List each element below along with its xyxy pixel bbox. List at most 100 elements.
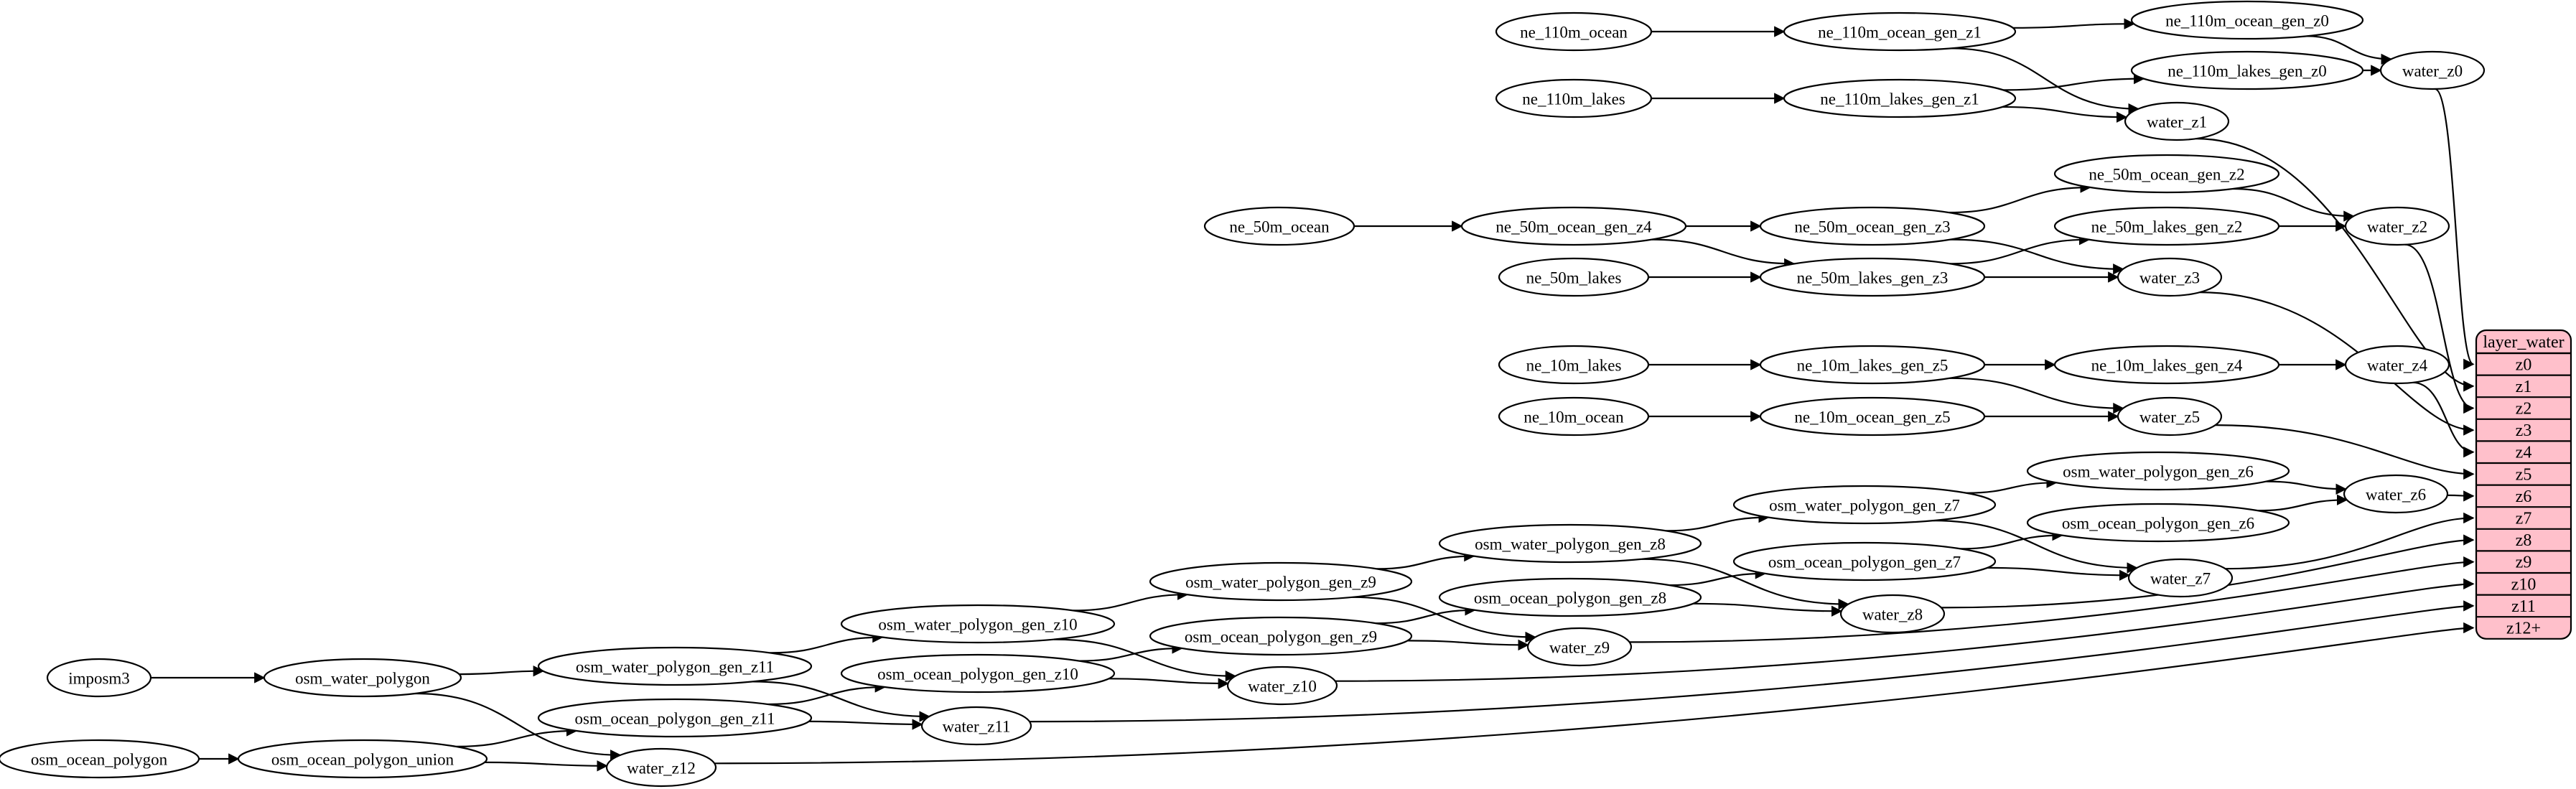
graph-node-ne_110m_ocean_gen_z1[interactable]: ne_110m_ocean_gen_z1	[1783, 11, 2017, 52]
layer-water-row-z1[interactable]: z1	[2516, 378, 2532, 396]
graph-node-osm_water_polygon_gen_z11[interactable]: osm_water_polygon_gen_z11	[537, 646, 813, 686]
graph-edge-to-layer	[2225, 512, 2475, 570]
node-ellipse	[263, 658, 462, 698]
node-ellipse	[1495, 11, 1653, 52]
node-ellipse	[46, 658, 152, 698]
graph-node-ne_110m_lakes[interactable]: ne_110m_lakes	[1495, 78, 1653, 118]
node-label: ne_50m_lakes_gen_z3	[1797, 269, 1949, 287]
graph-node-water_z7[interactable]: water_z7	[2127, 558, 2234, 598]
graph-node-ne_50m_ocean_gen_z2[interactable]: ne_50m_ocean_gen_z2	[2053, 154, 2280, 194]
node-label: water_z9	[1549, 639, 1610, 657]
graph-node-osm_water_polygon_gen_z8[interactable]: osm_water_polygon_gen_z8	[1438, 523, 1702, 564]
graph-node-water_z12[interactable]: water_z12	[605, 747, 717, 788]
graph-node-water_z3[interactable]: water_z3	[2117, 257, 2223, 297]
node-label: ne_10m_lakes_gen_z5	[1797, 357, 1949, 375]
node-label: ne_50m_ocean	[1229, 218, 1330, 236]
graph-node-ne_50m_lakes[interactable]: ne_50m_lakes	[1498, 257, 1650, 297]
graph-node-ne_50m_ocean_gen_z3[interactable]: ne_50m_ocean_gen_z3	[1759, 206, 1986, 246]
graph-edge	[2002, 106, 2128, 123]
node-label: imposm3	[68, 670, 130, 688]
layer-water-row-z5[interactable]: z5	[2516, 465, 2532, 484]
layer-water-row-z10[interactable]: z10	[2511, 575, 2537, 594]
graph-node-water_z11[interactable]: water_z11	[920, 706, 1032, 746]
graph-node-ne_10m_lakes_gen_z4[interactable]: ne_10m_lakes_gen_z4	[2053, 345, 2280, 385]
graph-node-ne_10m_ocean[interactable]: ne_10m_ocean	[1498, 396, 1650, 436]
node-ellipse	[2127, 558, 2234, 598]
graph-edge-to-layer	[1029, 600, 2475, 723]
graph-node-osm_water_polygon_gen_z9[interactable]: osm_water_polygon_gen_z9	[1149, 561, 1413, 602]
node-label: ne_10m_ocean	[1523, 408, 1624, 426]
node-ellipse	[840, 653, 1116, 694]
layer-water-row-z3[interactable]: z3	[2516, 421, 2532, 440]
graph-node-water_z4[interactable]: water_z4	[2344, 345, 2450, 385]
node-ellipse	[2379, 50, 2486, 90]
layer-water-table[interactable]: layer_waterz0z1z2z3z4z5z6z7z8z9z10z11z12…	[2475, 329, 2572, 640]
graph-edge	[1669, 568, 1767, 587]
graph-node-ne_50m_ocean[interactable]: ne_50m_ocean	[1203, 206, 1355, 246]
node-label: osm_water_polygon_gen_z10	[878, 616, 1077, 634]
graph-node-ne_50m_ocean_gen_z4[interactable]: ne_50m_ocean_gen_z4	[1460, 206, 1687, 246]
graph-edge	[456, 725, 578, 747]
graph-node-osm_ocean_polygon_union[interactable]: osm_ocean_polygon_union	[237, 739, 488, 779]
graph-node-water_z5[interactable]: water_z5	[2117, 396, 2223, 436]
graph-node-osm_ocean_polygon_gen_z6[interactable]: osm_ocean_polygon_gen_z6	[2026, 503, 2290, 543]
graph-node-water_z9[interactable]: water_z9	[1526, 627, 1633, 667]
edge-layer	[151, 18, 2475, 772]
graph-node-water_z8[interactable]: water_z8	[1839, 594, 1946, 634]
graph-edge-to-layer	[2412, 381, 2475, 458]
node-label: osm_water_polygon_gen_z9	[1185, 574, 1376, 592]
graph-node-water_z6[interactable]: water_z6	[2343, 474, 2449, 514]
graph-edge	[1352, 596, 1536, 643]
layer-water-row-z0[interactable]: z0	[2516, 355, 2532, 374]
node-ellipse	[1732, 541, 1997, 582]
graph-node-water_z0[interactable]: water_z0	[2379, 50, 2486, 90]
graph-node-osm_ocean_polygon_gen_z10[interactable]: osm_ocean_polygon_gen_z10	[840, 653, 1116, 694]
graph-node-osm_ocean_polygon_gen_z7[interactable]: osm_ocean_polygon_gen_z7	[1732, 541, 1997, 582]
graph-node-osm_ocean_polygon_gen_z11[interactable]: osm_ocean_polygon_gen_z11	[537, 698, 813, 738]
graph-edge-to-layer	[2215, 424, 2475, 480]
graph-node-ne_110m_ocean[interactable]: ne_110m_ocean	[1495, 11, 1653, 52]
node-ellipse	[2343, 474, 2449, 514]
graph-edge-to-layer	[2195, 138, 2475, 392]
node-label: osm_ocean_polygon	[31, 751, 168, 769]
graph-node-imposm3[interactable]: imposm3	[46, 658, 152, 698]
layer-water-row-z2[interactable]: z2	[2516, 400, 2532, 419]
layer-water-row-z7[interactable]: z7	[2516, 510, 2532, 528]
graph-node-osm_water_polygon[interactable]: osm_water_polygon	[263, 658, 462, 698]
graph-node-ne_10m_ocean_gen_z5[interactable]: ne_10m_ocean_gen_z5	[1759, 396, 1986, 436]
layer-water-row-z12+[interactable]: z12+	[2506, 620, 2541, 638]
layer-water-row-z11[interactable]: z11	[2511, 597, 2536, 616]
graph-node-osm_ocean_polygon_gen_z9[interactable]: osm_ocean_polygon_gen_z9	[1149, 616, 1413, 656]
graph-node-ne_10m_lakes_gen_z5[interactable]: ne_10m_lakes_gen_z5	[1759, 345, 1986, 385]
layer-water-row-z6[interactable]: z6	[2516, 487, 2532, 506]
layer-water-row-z9[interactable]: z9	[2516, 554, 2532, 572]
graph-node-osm_ocean_polygon[interactable]: osm_ocean_polygon	[0, 739, 200, 779]
graph-node-water_z10[interactable]: water_z10	[1226, 666, 1338, 706]
graph-node-osm_water_polygon_gen_z10[interactable]: osm_water_polygon_gen_z10	[840, 604, 1116, 644]
graph-edge	[1666, 511, 1770, 532]
layer-water-row-z8[interactable]: z8	[2516, 531, 2532, 550]
graph-node-osm_ocean_polygon_gen_z8[interactable]: osm_ocean_polygon_gen_z8	[1438, 577, 1702, 617]
node-ellipse	[537, 698, 813, 738]
graph-node-osm_water_polygon_gen_z7[interactable]: osm_water_polygon_gen_z7	[1732, 485, 1997, 525]
node-label: water_z11	[943, 718, 1011, 736]
graph-node-ne_110m_lakes_gen_z0[interactable]: ne_110m_lakes_gen_z0	[2130, 50, 2364, 90]
graph-edge	[1949, 182, 2091, 214]
layer-water-row-z4[interactable]: z4	[2516, 444, 2532, 462]
graph-edge	[2233, 187, 2355, 222]
node-ellipse	[2053, 206, 2280, 246]
graph-node-ne_110m_ocean_gen_z0[interactable]: ne_110m_ocean_gen_z0	[2130, 0, 2364, 40]
node-label: osm_water_polygon_gen_z7	[1769, 497, 1960, 515]
graph-node-water_z1[interactable]: water_z1	[2124, 101, 2230, 141]
graph-node-ne_110m_lakes_gen_z1[interactable]: ne_110m_lakes_gen_z1	[1783, 78, 2017, 118]
graph-node-ne_50m_lakes_gen_z3[interactable]: ne_50m_lakes_gen_z3	[1759, 257, 1986, 297]
node-ellipse	[1498, 345, 1650, 385]
graph-node-ne_50m_lakes_gen_z2[interactable]: ne_50m_lakes_gen_z2	[2053, 206, 2280, 246]
graph-node-osm_water_polygon_gen_z6[interactable]: osm_water_polygon_gen_z6	[2026, 451, 2290, 491]
node-ellipse	[1149, 616, 1413, 656]
graph-edge-to-layer	[2404, 243, 2475, 414]
node-ellipse	[2026, 451, 2290, 491]
graph-node-water_z2[interactable]: water_z2	[2344, 206, 2450, 246]
graph-node-ne_10m_lakes[interactable]: ne_10m_lakes	[1498, 345, 1650, 385]
